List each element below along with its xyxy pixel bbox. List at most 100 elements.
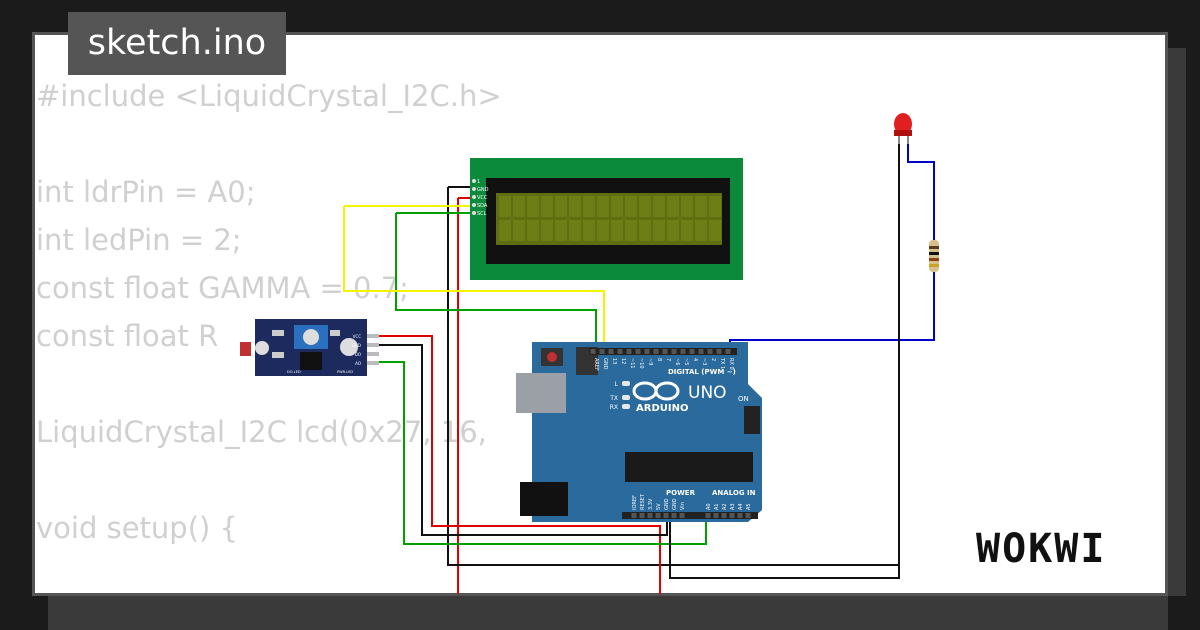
header-pin[interactable] xyxy=(635,349,641,354)
header-pin-label: ~10 xyxy=(638,358,644,369)
lcd-cell xyxy=(555,196,567,217)
header-pin-label: 3.3V xyxy=(648,498,654,510)
sensor-pin[interactable] xyxy=(367,352,379,356)
header-pin-label: 2 xyxy=(710,358,716,361)
header-pin[interactable] xyxy=(713,513,719,518)
header-pin[interactable] xyxy=(639,513,645,518)
header-pin-label: 4 xyxy=(692,358,698,361)
header-pin[interactable] xyxy=(671,349,677,354)
onboard-led xyxy=(622,404,630,409)
header-pin-label: 13 xyxy=(611,358,617,364)
header-pin-label: 8 xyxy=(656,358,662,361)
header-pin[interactable] xyxy=(707,349,713,354)
header-pin[interactable] xyxy=(680,349,686,354)
header-pin[interactable] xyxy=(608,349,614,354)
sensor-label: PWR-LED xyxy=(337,370,353,374)
arduino-brand-label: ARDUINO xyxy=(636,403,688,414)
header-pin-label: A0 xyxy=(706,503,712,510)
header-pin[interactable] xyxy=(725,349,731,354)
header-pin[interactable] xyxy=(662,349,668,354)
lcd-cell xyxy=(597,196,609,217)
code-preview: #include <LiquidCrystal_I2C.h>int ldrPin… xyxy=(36,72,502,552)
wire-blue-led xyxy=(729,140,935,348)
lcd-cell xyxy=(583,196,595,217)
sensor-pin[interactable] xyxy=(367,343,379,347)
lcd-cell xyxy=(625,196,637,217)
header-pin[interactable] xyxy=(599,349,605,354)
lcd-cell xyxy=(555,220,567,241)
header-pin[interactable] xyxy=(671,513,677,518)
header-pin-label: RX 0 xyxy=(728,358,734,370)
header-pin[interactable] xyxy=(705,513,711,518)
header-pin-label: TX 1 xyxy=(719,357,725,369)
header-pin[interactable] xyxy=(617,349,623,354)
header-pin[interactable] xyxy=(647,513,653,518)
header-pin[interactable] xyxy=(626,349,632,354)
lcd-pin-label: 1 xyxy=(477,179,480,185)
sensor-pin[interactable] xyxy=(367,334,379,338)
header-pin[interactable] xyxy=(644,349,650,354)
wire-green-scl xyxy=(395,212,597,348)
wires xyxy=(343,140,935,594)
header-pin[interactable] xyxy=(721,513,727,518)
header-pin-label: RESET xyxy=(640,493,646,510)
red-led[interactable] xyxy=(894,113,912,144)
header-pin-label: A1 xyxy=(714,503,720,510)
onboard-led-label: L xyxy=(615,381,619,388)
header-pin-label: ~5 xyxy=(683,358,689,365)
header-pin[interactable] xyxy=(698,349,704,354)
header-pin[interactable] xyxy=(590,349,596,354)
lcd-pin[interactable] xyxy=(472,187,476,191)
sensor-pin[interactable] xyxy=(367,361,379,365)
sensor-pin-label: DO xyxy=(355,352,361,357)
lcd-cell xyxy=(681,220,693,241)
header-pin-label: AREF xyxy=(593,358,599,371)
lcd-cell xyxy=(667,220,679,241)
lcd-pin[interactable] xyxy=(472,203,476,207)
header-pin[interactable] xyxy=(737,513,743,518)
lcd-pin-label: GND xyxy=(477,187,489,193)
header-pin[interactable] xyxy=(663,513,669,518)
header-pin-label: ~3 xyxy=(701,358,707,365)
lcd-cell xyxy=(667,196,679,217)
lcd-cell xyxy=(709,220,721,241)
lcd-cell xyxy=(695,196,707,217)
header-pin[interactable] xyxy=(729,513,735,518)
header-pin[interactable] xyxy=(716,349,722,354)
header-pin-label: ~11 xyxy=(629,358,635,369)
lcd-pin[interactable] xyxy=(472,179,476,183)
header-pin[interactable] xyxy=(745,513,751,518)
arduino-model-label: UNO xyxy=(688,383,727,403)
header-pin[interactable] xyxy=(679,513,685,518)
wire-black-sensor-gnd xyxy=(378,344,668,536)
code-line: int ldrPin = A0; xyxy=(36,175,256,209)
header-pin-label: 12 xyxy=(620,358,626,364)
lcd-cell xyxy=(639,220,651,241)
lcd-pin[interactable] xyxy=(472,195,476,199)
resistor[interactable] xyxy=(929,240,939,272)
header-pin[interactable] xyxy=(653,349,659,354)
lcd-cell xyxy=(513,196,525,217)
sensor-pin-label: GND xyxy=(352,343,361,348)
header-pin-label: A4 xyxy=(738,503,744,510)
header-pin-label: 7 xyxy=(665,358,671,361)
sensor-pin-label: AO xyxy=(355,361,361,366)
file-tab[interactable]: sketch.ino xyxy=(68,12,286,75)
sensor-pin-label: VCC xyxy=(353,334,362,339)
arduino-uno[interactable]: ARDUINO UNO DIGITAL (PWM ~) POWER ANALOG… xyxy=(516,342,762,522)
lcd-pin-label: SCL xyxy=(477,211,487,217)
lcd-cell xyxy=(681,196,693,217)
analog-label: ANALOG IN xyxy=(712,489,756,497)
lcd-cell xyxy=(527,196,539,217)
lcd-cell xyxy=(625,220,637,241)
header-pin[interactable] xyxy=(631,513,637,518)
header-pin[interactable] xyxy=(689,349,695,354)
header-pin[interactable] xyxy=(655,513,661,518)
header-pin-label: ~6 xyxy=(674,358,680,365)
lcd-pin[interactable] xyxy=(472,211,476,215)
code-line: const float R xyxy=(36,319,219,353)
wire-black-gnd xyxy=(447,186,899,566)
power-label: POWER xyxy=(666,489,696,497)
